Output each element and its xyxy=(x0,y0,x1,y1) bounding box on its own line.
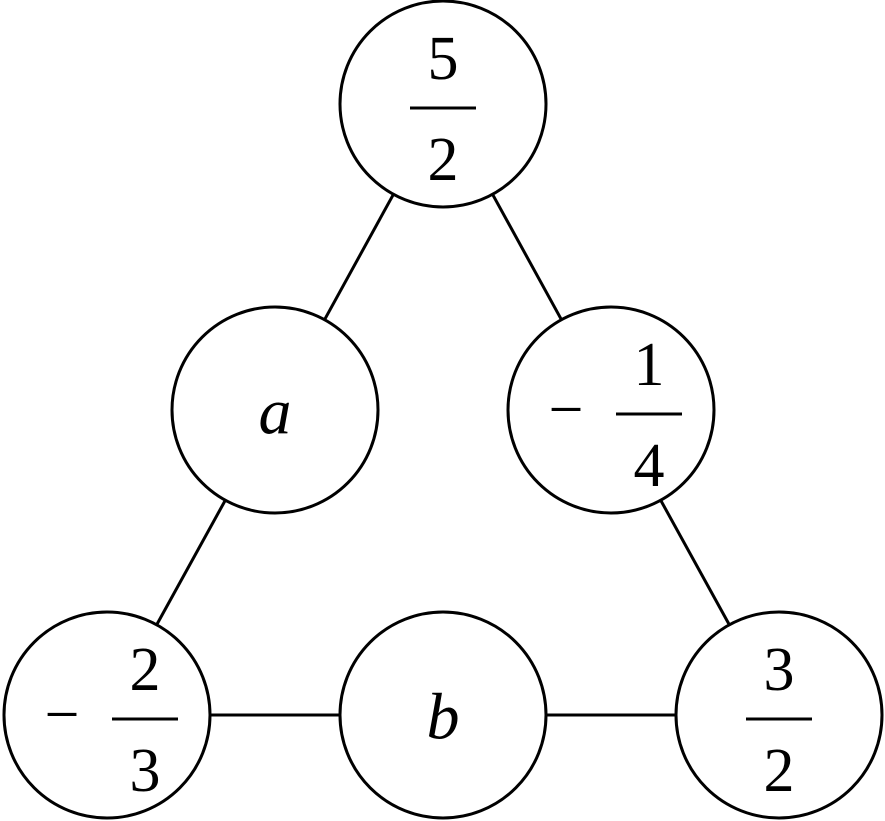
fraction-numerator: 2 xyxy=(130,636,161,704)
node-circle xyxy=(506,305,716,515)
fraction-denominator: 2 xyxy=(428,126,459,194)
fraction-denominator: 4 xyxy=(634,432,665,500)
edge-top-to-left-middle xyxy=(323,193,395,321)
node-circle xyxy=(674,610,884,820)
node-circle xyxy=(338,610,548,820)
edge-right-middle-to-bottom-right xyxy=(659,499,731,626)
fraction-numerator: 5 xyxy=(428,25,459,93)
node-circle xyxy=(2,610,212,820)
node-top: 52 xyxy=(338,0,548,209)
fraction-numerator: 1 xyxy=(634,331,665,399)
fraction-denominator: 3 xyxy=(130,737,161,805)
node-bottom-middle: b xyxy=(338,610,548,820)
node-variable-label: b xyxy=(427,681,460,754)
node-variable-label: a xyxy=(259,376,292,449)
fraction-sign: − xyxy=(549,376,584,444)
node-bottom-right: 32 xyxy=(674,610,884,820)
node-circle xyxy=(338,0,548,209)
node-left-middle: a xyxy=(170,305,380,515)
fraction-numerator: 3 xyxy=(764,636,795,704)
edge-top-to-right-middle xyxy=(491,193,563,321)
node-bottom-left: −2 3 xyxy=(2,610,212,820)
edge-left-middle-to-bottom-left xyxy=(155,499,227,626)
edges xyxy=(155,193,731,717)
node-circle xyxy=(170,305,380,515)
fraction-denominator: 2 xyxy=(764,737,795,805)
fraction-sign: − xyxy=(45,681,80,749)
node-right-middle: −1 4 xyxy=(506,305,716,515)
